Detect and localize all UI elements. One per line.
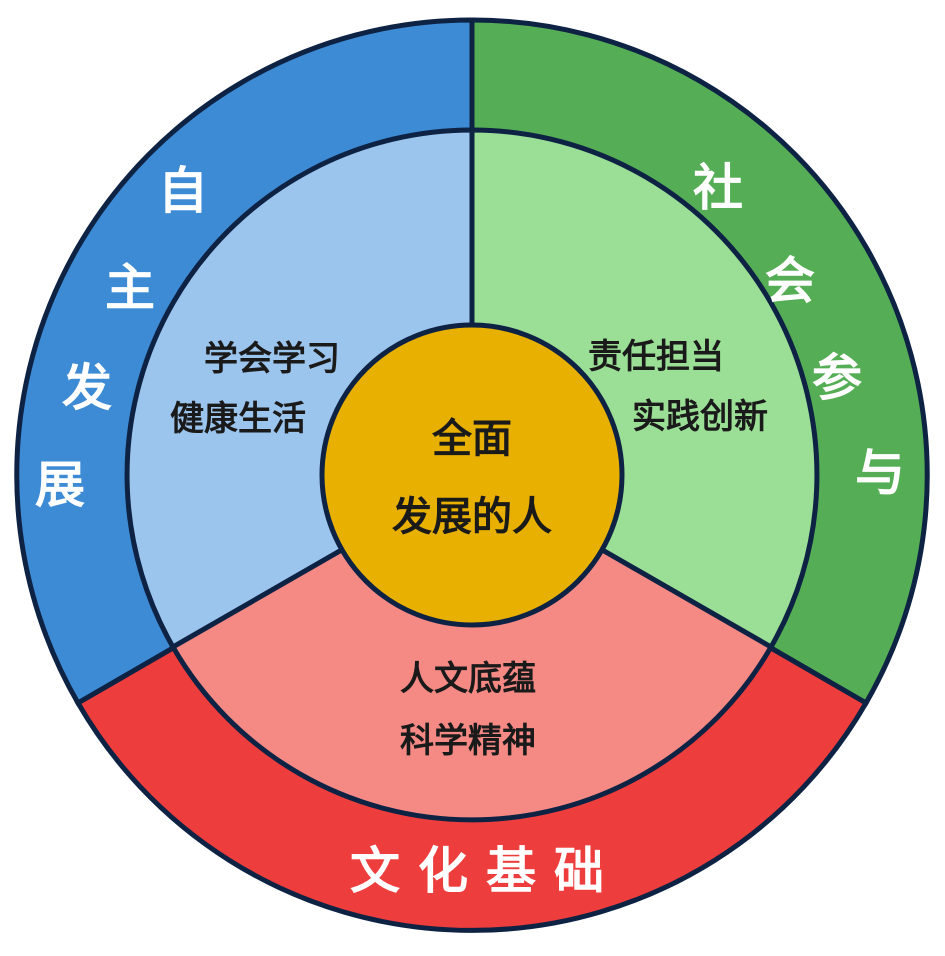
outer-label-char: 化 [418, 842, 468, 900]
outer-label-char: 主 [105, 259, 155, 317]
outer-label-char: 展 [35, 456, 85, 514]
outer-label-cultural-foundation: 文化基础 [350, 842, 604, 900]
center-label-line2: 发展的人 [392, 494, 552, 540]
center-label-line1: 全面 [431, 416, 512, 462]
outer-label-char: 础 [554, 842, 604, 900]
outer-label-char: 自 [158, 162, 208, 220]
outer-label-char: 与 [855, 444, 905, 502]
outer-label-char: 基 [486, 842, 536, 900]
outer-label-char: 文 [350, 842, 400, 900]
inner-label-healthy-living: 健康生活 [170, 399, 306, 439]
outer-label-char: 参 [812, 349, 862, 407]
inner-label-learn-to-learn: 学会学习 [204, 339, 340, 379]
inner-label-practice-innovation: 实践创新 [632, 397, 768, 437]
inner-label-scientific-spirit: 科学精神 [400, 721, 536, 761]
inner-sector-cultural-foundation [169, 472, 775, 823]
center-circle [319, 322, 625, 628]
outer-label-char: 发 [62, 359, 112, 417]
inner-label-humanistic-heritage: 人文底蕴 [400, 659, 536, 699]
inner-label-responsibility: 责任担当 [588, 337, 724, 377]
outer-label-char: 会 [765, 252, 815, 310]
outer-label-char: 社 [693, 159, 743, 217]
